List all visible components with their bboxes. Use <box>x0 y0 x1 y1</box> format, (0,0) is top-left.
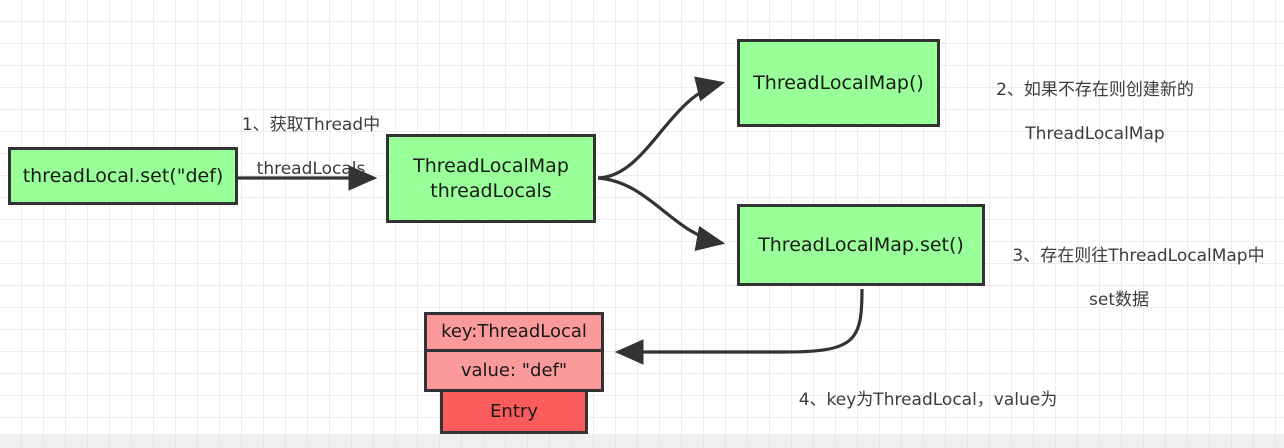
entry-value-row[interactable]: value: "def" <box>424 352 604 392</box>
entry-key-row[interactable]: key:ThreadLocal <box>424 312 604 352</box>
annotation-4-line-1: 4、key为ThreadLocal，value为 <box>798 390 1058 411</box>
annotation-1-line-1: 1、获取Thread中 <box>241 115 381 136</box>
edge-mapset-to-entry <box>614 288 864 365</box>
annotation-3-line-2: set数据 <box>1089 290 1149 311</box>
edge-threadlocals-to-mapset <box>597 176 726 252</box>
edge-threadlocals-to-ctor <box>597 76 726 180</box>
node-thread-local-set[interactable]: threadLocal.set("def) <box>8 147 238 205</box>
annotation-1-line-2: threadLocals <box>256 159 366 180</box>
node-thread-locals-map[interactable]: ThreadLocalMap threadLocals <box>386 134 596 223</box>
annotation-1: 1、获取Thread中 threadLocals <box>206 92 416 202</box>
annotation-3-line-1: 3、存在则往ThreadLocalMap中 <box>1012 246 1265 267</box>
node-thread-local-map-constructor[interactable]: ThreadLocalMap() <box>737 39 940 127</box>
annotation-2: 2、如果不存在则创建新的 ThreadLocalMap <box>950 57 1240 167</box>
annotation-3: 3、存在则往ThreadLocalMap中 set数据 <box>993 223 1284 333</box>
annotation-2-line-1: 2、如果不存在则创建新的 <box>996 80 1194 101</box>
node-thread-local-map-set[interactable]: ThreadLocalMap.set() <box>737 204 985 286</box>
annotation-2-line-2: ThreadLocalMap <box>1025 124 1165 145</box>
bottom-edge-strip <box>0 434 1284 448</box>
entry-footer-row[interactable]: Entry <box>440 392 588 434</box>
